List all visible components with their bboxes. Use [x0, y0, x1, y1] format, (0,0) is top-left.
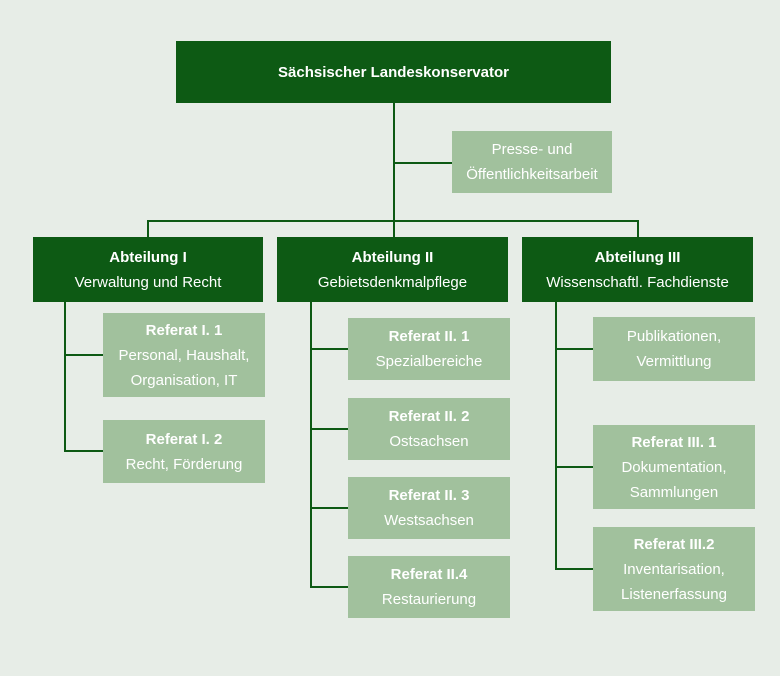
department-box-abteilung-3: Abteilung III Wissenschaftl. Fachdienste: [522, 237, 753, 302]
connector-unit-2-3-stub: [311, 507, 349, 509]
unit-line-1: Restaurierung: [381, 591, 477, 608]
department-subtitle: Gebietsdenkmalpflege: [317, 273, 468, 291]
unit-line-1: Dokumentation,: [621, 458, 727, 476]
unit-title: Referat II. 1: [388, 328, 470, 345]
unit-box-referat-i-1: Referat I. 1 Personal, Haushalt, Organis…: [103, 313, 265, 397]
connector-dept3-stub: [637, 220, 639, 237]
unit-line-2: Sammlungen: [629, 483, 719, 501]
unit-box-referat-ii-4: Referat II.4 Restaurierung: [348, 556, 510, 618]
root-box: Sächsischer Landeskonservator: [176, 41, 611, 103]
connector-col3-vertical: [555, 302, 557, 570]
department-title: Abteilung III: [594, 248, 681, 266]
department-box-abteilung-1: Abteilung I Verwaltung und Recht: [33, 237, 263, 302]
unit-line-2: Vermittlung: [636, 353, 712, 370]
connector-distribution: [147, 220, 639, 222]
connector-staff-horizontal: [394, 162, 452, 164]
unit-line-1: Recht, Förderung: [125, 455, 243, 473]
department-subtitle: Wissenschaftl. Fachdienste: [546, 273, 729, 291]
unit-box-publikationen: Publikationen, Vermittlung: [593, 317, 755, 381]
unit-box-referat-ii-1: Referat II. 1 Spezialbereiche: [348, 318, 510, 380]
connector-unit-2-2-stub: [311, 428, 349, 430]
connector-unit-1-2-stub: [65, 450, 103, 452]
unit-box-referat-iii-2: Referat III.2 Inventarisation, Listenerf…: [593, 527, 755, 611]
staff-line-1: Presse- und: [491, 141, 573, 158]
department-title: Abteilung I: [109, 248, 187, 266]
unit-line-1: Ostsachsen: [389, 433, 469, 450]
unit-line-2: Listenerfassung: [621, 585, 727, 603]
unit-box-referat-i-2: Referat I. 2 Recht, Förderung: [103, 420, 265, 483]
unit-box-referat-iii-1: Referat III. 1 Dokumentation, Sammlungen: [593, 425, 755, 509]
unit-title: Referat III.2: [633, 535, 715, 553]
connector-unit-3-0-stub: [556, 348, 594, 350]
connector-unit-3-1-stub: [556, 466, 594, 468]
connector-unit-2-1-stub: [311, 348, 349, 350]
connector-col1-vertical: [64, 302, 66, 452]
department-title: Abteilung II: [351, 248, 434, 266]
unit-line-1: Spezialbereiche: [375, 353, 483, 370]
unit-line-1: Westsachsen: [384, 512, 474, 529]
connector-col2-vertical: [310, 302, 312, 588]
unit-title: Referat II.4: [390, 566, 468, 583]
staff-box-presse: Presse- und Öffentlichkeitsarbeit: [452, 131, 612, 193]
unit-title: Referat II. 2: [388, 408, 470, 425]
unit-title: Referat I. 2: [145, 430, 223, 448]
department-box-abteilung-2: Abteilung II Gebietsdenkmalpflege: [277, 237, 508, 302]
connector-root-vertical: [393, 103, 395, 237]
unit-title: Referat I. 1: [145, 321, 223, 339]
unit-title: Referat III. 1: [631, 433, 717, 451]
unit-line-1: Inventarisation,: [623, 560, 725, 578]
unit-title: Referat II. 3: [388, 487, 470, 504]
unit-line-2: Organisation, IT: [130, 371, 238, 389]
unit-line-1: Publikationen,: [626, 328, 722, 345]
staff-line-2: Öffentlichkeitsarbeit: [466, 166, 598, 183]
unit-box-referat-ii-3: Referat II. 3 Westsachsen: [348, 477, 510, 539]
connector-dept1-stub: [147, 220, 149, 237]
connector-unit-2-4-stub: [311, 586, 349, 588]
connector-unit-1-1-stub: [65, 354, 103, 356]
department-subtitle: Verwaltung und Recht: [74, 273, 222, 291]
unit-line-1: Personal, Haushalt,: [118, 346, 250, 364]
connector-unit-3-2-stub: [556, 568, 594, 570]
unit-box-referat-ii-2: Referat II. 2 Ostsachsen: [348, 398, 510, 460]
root-title: Sächsischer Landeskonservator: [278, 63, 509, 81]
